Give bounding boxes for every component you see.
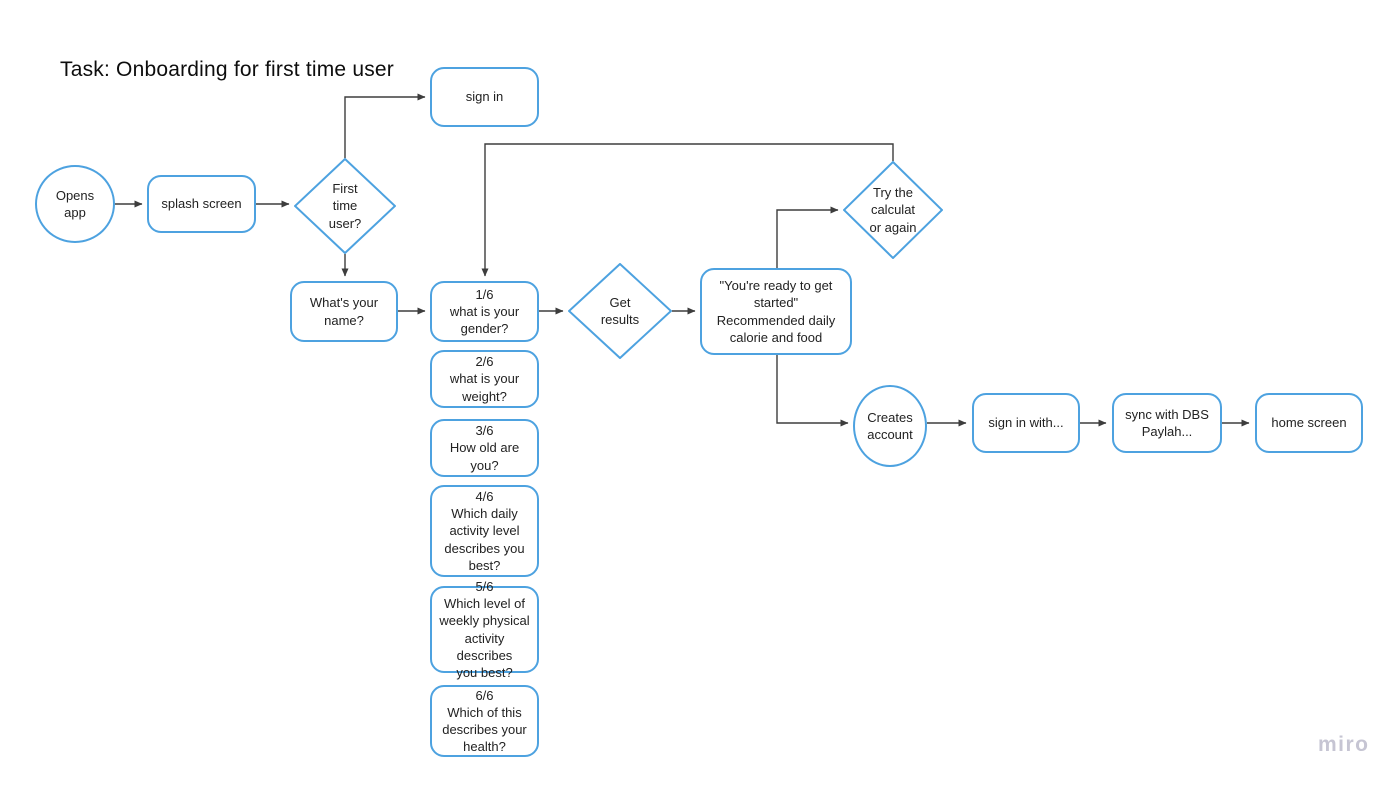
node-question-4-daily-activity[interactable]: 4/6 Which daily activity level describes…	[430, 485, 539, 577]
node-creates-account-label: Creates account	[867, 409, 913, 442]
node-try-calculator-again-label: Try the calculat or again	[869, 185, 917, 235]
node-first-time-user-label: First time user?	[328, 181, 362, 231]
node-get-results-label: Get results	[600, 294, 640, 327]
node-opens-app-label: Opens app	[55, 187, 95, 220]
node-question-6-health[interactable]: 6/6 Which of this describes your health?	[430, 685, 539, 757]
node-opens-app[interactable]: Opens app	[35, 165, 115, 243]
node-youre-ready[interactable]: "You're ready to get started" Recommende…	[700, 268, 852, 355]
connector-youre-ready-to-try-calculator[interactable]	[776, 206, 839, 268]
node-question-1-gender[interactable]: 1/6 what is your gender?	[430, 281, 539, 342]
miro-logo: miro	[1318, 733, 1370, 756]
node-first-time-user[interactable]: First time user?	[294, 158, 396, 254]
node-try-calculator-again[interactable]: Try the calculat or again	[843, 161, 943, 259]
node-sync-dbs-paylah[interactable]: sync with DBS Paylah...	[1112, 393, 1222, 453]
connector-try-calculator-to-q1[interactable]	[481, 143, 894, 277]
node-question-2-label: 2/6 what is your weight?	[449, 354, 520, 404]
diamond-shape	[294, 158, 396, 254]
diamond-shape	[568, 263, 672, 359]
node-creates-account[interactable]: Creates account	[853, 385, 927, 467]
node-splash-screen[interactable]: splash screen	[147, 175, 256, 233]
node-question-2-weight[interactable]: 2/6 what is your weight?	[430, 350, 539, 408]
node-youre-ready-label: "You're ready to get started" Recommende…	[716, 278, 836, 345]
node-get-results[interactable]: Get results	[568, 263, 672, 359]
node-question-6-label: 6/6 Which of this describes your health?	[442, 687, 527, 755]
node-splash-screen-label: splash screen	[161, 196, 242, 212]
node-home-screen-label: home screen	[1271, 415, 1347, 431]
node-question-3-label: 3/6 How old are you?	[449, 423, 520, 473]
connector-first-time-user-to-sign-in[interactable]	[344, 93, 426, 158]
node-sign-in-with[interactable]: sign in with...	[972, 393, 1080, 453]
node-question-3-age[interactable]: 3/6 How old are you?	[430, 419, 539, 477]
node-sign-in-label: sign in	[465, 89, 504, 105]
node-question-4-label: 4/6 Which daily activity level describes…	[444, 489, 525, 573]
node-sign-in[interactable]: sign in	[430, 67, 539, 127]
node-sign-in-with-label: sign in with...	[988, 415, 1064, 431]
node-whats-your-name[interactable]: What's your name?	[290, 281, 398, 342]
node-whats-your-name-label: What's your name?	[309, 295, 379, 328]
page-title[interactable]: Task: Onboarding for first time user	[60, 58, 394, 81]
connector-youre-ready-to-creates-account[interactable]	[776, 355, 849, 427]
node-question-5-label: 5/6 Which level of weekly physical activ…	[439, 579, 530, 680]
node-question-1-label: 1/6 what is your gender?	[449, 286, 520, 337]
node-question-5-weekly-activity[interactable]: 5/6 Which level of weekly physical activ…	[430, 579, 539, 680]
node-sync-dbs-paylah-label: sync with DBS Paylah...	[1125, 406, 1209, 439]
diamond-shape	[843, 161, 943, 259]
node-home-screen[interactable]: home screen	[1255, 393, 1363, 453]
